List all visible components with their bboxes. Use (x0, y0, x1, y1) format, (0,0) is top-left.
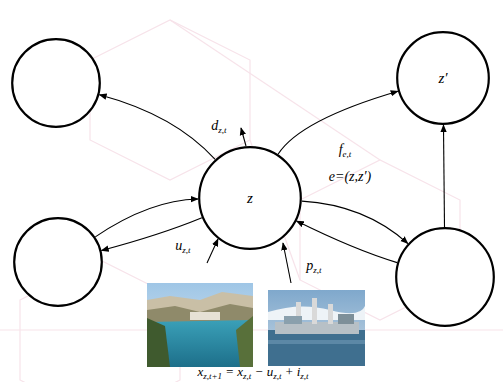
subscript: z,t (300, 371, 308, 381)
edge-label: fe,t (339, 143, 352, 158)
circle-shape (397, 32, 489, 124)
circle-outline (11, 38, 101, 128)
circle-shape (199, 147, 301, 249)
flow-node-circle (13, 217, 103, 307)
node-text-holder (13, 217, 103, 307)
variable-label: e=(z,z′) (329, 170, 371, 185)
watermark-line (170, 20, 380, 160)
node-text-holder (11, 38, 101, 128)
flow-node-circle (395, 227, 495, 327)
production-arrow (283, 243, 291, 283)
variable-label: dz,t (211, 119, 226, 134)
node-label: z′ (438, 70, 447, 87)
circle-outline (13, 217, 103, 307)
node-text-holder (395, 227, 495, 327)
dam-photo (147, 283, 253, 367)
flow-connector (99, 95, 215, 160)
node-text-holder: z (198, 146, 302, 250)
demand-arrow (241, 128, 246, 146)
circle-shape (396, 228, 494, 326)
flow-node-circle (11, 38, 101, 128)
release-arrow (207, 239, 218, 263)
flow-node-circle: z′ (396, 31, 490, 125)
balance-equation: xz,t+1 = xz,t − uz,t + iz,t (197, 365, 308, 379)
flow-connector (278, 91, 398, 154)
subscript: z,t (243, 371, 251, 381)
subscript: z,t+1 (203, 371, 222, 381)
node-label: z (247, 190, 253, 207)
circle-shape (14, 218, 102, 306)
subscript: z,t (313, 265, 321, 275)
node-text-holder: z′ (396, 31, 490, 125)
circle-shape (12, 39, 100, 127)
subscript: z,t (182, 245, 190, 255)
flow-connector (443, 125, 444, 227)
variable-label: uz,t (175, 239, 190, 254)
subscript: z,t (218, 125, 226, 135)
flow-connector (95, 199, 198, 237)
power-plant-photo (268, 290, 365, 366)
subscript: e,t (343, 149, 352, 159)
circle-outline (395, 227, 495, 327)
flow-connector (302, 201, 408, 243)
variable-label: pz,t (306, 259, 321, 274)
flow-node-circle: z (198, 146, 302, 250)
flow-connector (297, 221, 398, 263)
subscript: z,t (273, 371, 281, 381)
